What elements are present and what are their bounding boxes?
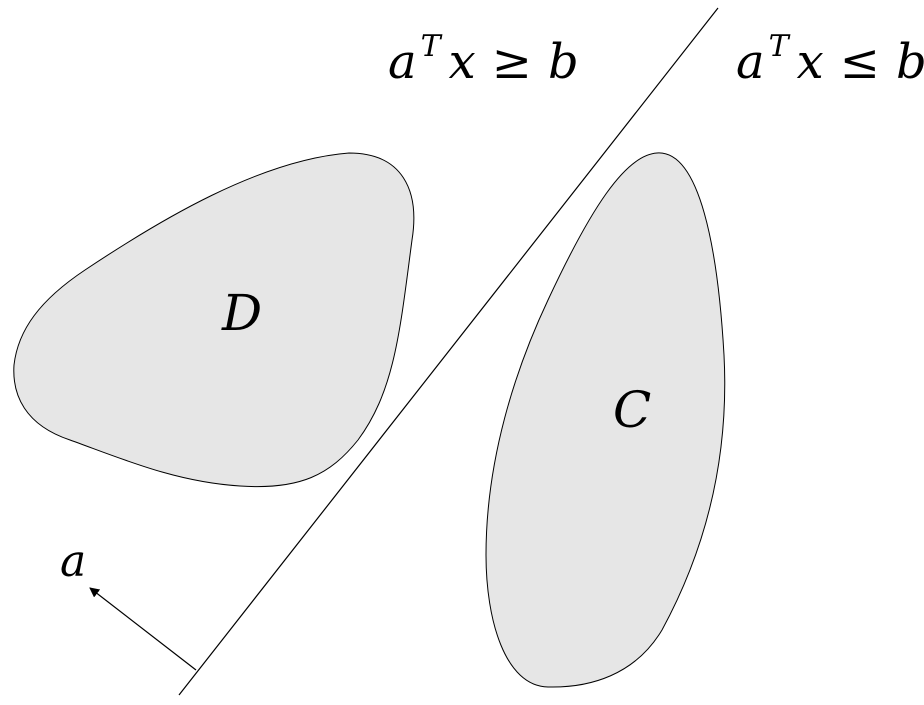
set-d-label: D — [221, 284, 262, 342]
normal-vector-arrow — [89, 587, 197, 671]
normal-vector-label: a — [60, 536, 86, 587]
set-d-region — [13, 152, 415, 488]
set-c-region — [485, 152, 726, 688]
separating-hyperplane — [178, 7, 719, 696]
set-c-label: C — [613, 381, 651, 439]
half-space-ge-label: a T x ≥ b — [388, 29, 579, 90]
half-space-le-label: a T x ≤ b — [736, 29, 924, 90]
